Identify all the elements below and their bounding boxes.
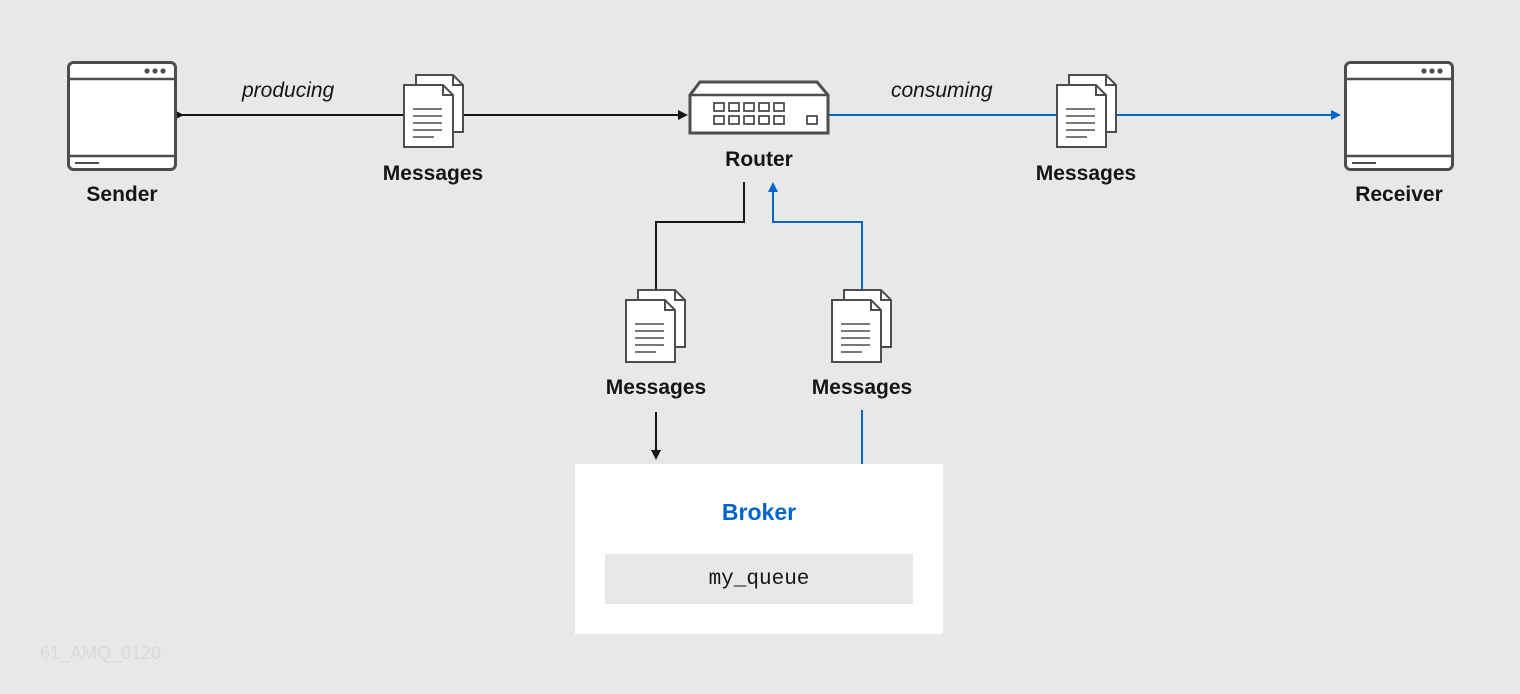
broker-title: Broker (721, 499, 797, 525)
messages-icon-from-broker (831, 289, 892, 363)
figure-id: 61_AMQ_0120 (40, 643, 162, 663)
broker-to-router-edge (768, 182, 863, 290)
router-switch-icon (688, 80, 830, 135)
receiver-window-icon (1344, 61, 1454, 171)
messages-icon-to-broker (625, 289, 686, 363)
broker-box: Broker my_queue (575, 464, 943, 634)
queue-name: my_queue (708, 567, 810, 591)
messages-label-from-broker: Messages (811, 376, 913, 399)
messages-label-sender: Messages (382, 162, 484, 185)
sender-window-icon (67, 61, 177, 171)
router-to-broker-edge (655, 182, 745, 290)
messages-label-to-broker: Messages (605, 376, 707, 399)
router-label: Router (725, 148, 793, 171)
consuming-label: consuming (891, 79, 993, 102)
producing-label: producing (242, 79, 335, 102)
receiver-label: Receiver (1355, 183, 1443, 206)
messages-icon-receiver (1056, 74, 1117, 148)
messages-icon-sender (403, 74, 464, 148)
sender-label: Sender (86, 183, 158, 206)
queue-box: my_queue (605, 554, 913, 604)
messages-label-receiver: Messages (1035, 162, 1137, 185)
